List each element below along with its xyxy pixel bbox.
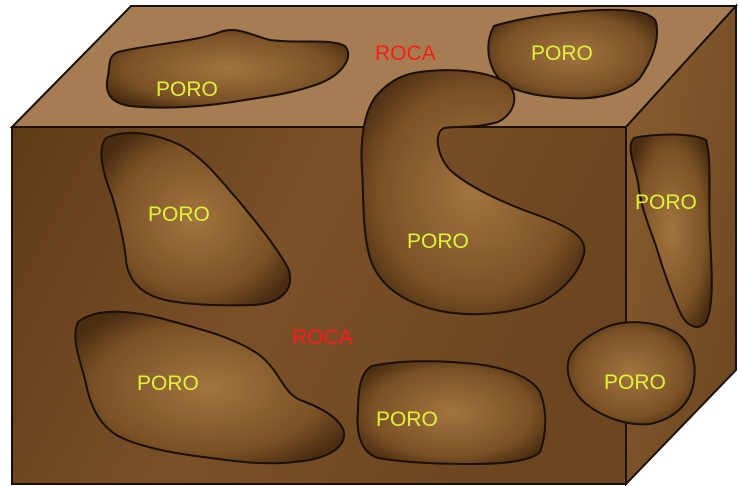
rock-label-top: ROCA	[375, 42, 436, 65]
pore-label-side-lower: PORO	[604, 371, 666, 394]
pore-label-front-lower-center: PORO	[376, 408, 438, 431]
pore-label-side-upper: PORO	[635, 191, 697, 214]
pore-label-front-center-curved: PORO	[407, 230, 469, 253]
pore-label-top-right: PORO	[531, 42, 593, 65]
pore-label-top-left: PORO	[156, 78, 218, 101]
pore-label-front-lower-left: PORO	[137, 372, 199, 395]
rock-label-front: ROCA	[292, 326, 353, 349]
pore-label-front-upper-left: PORO	[148, 203, 210, 226]
